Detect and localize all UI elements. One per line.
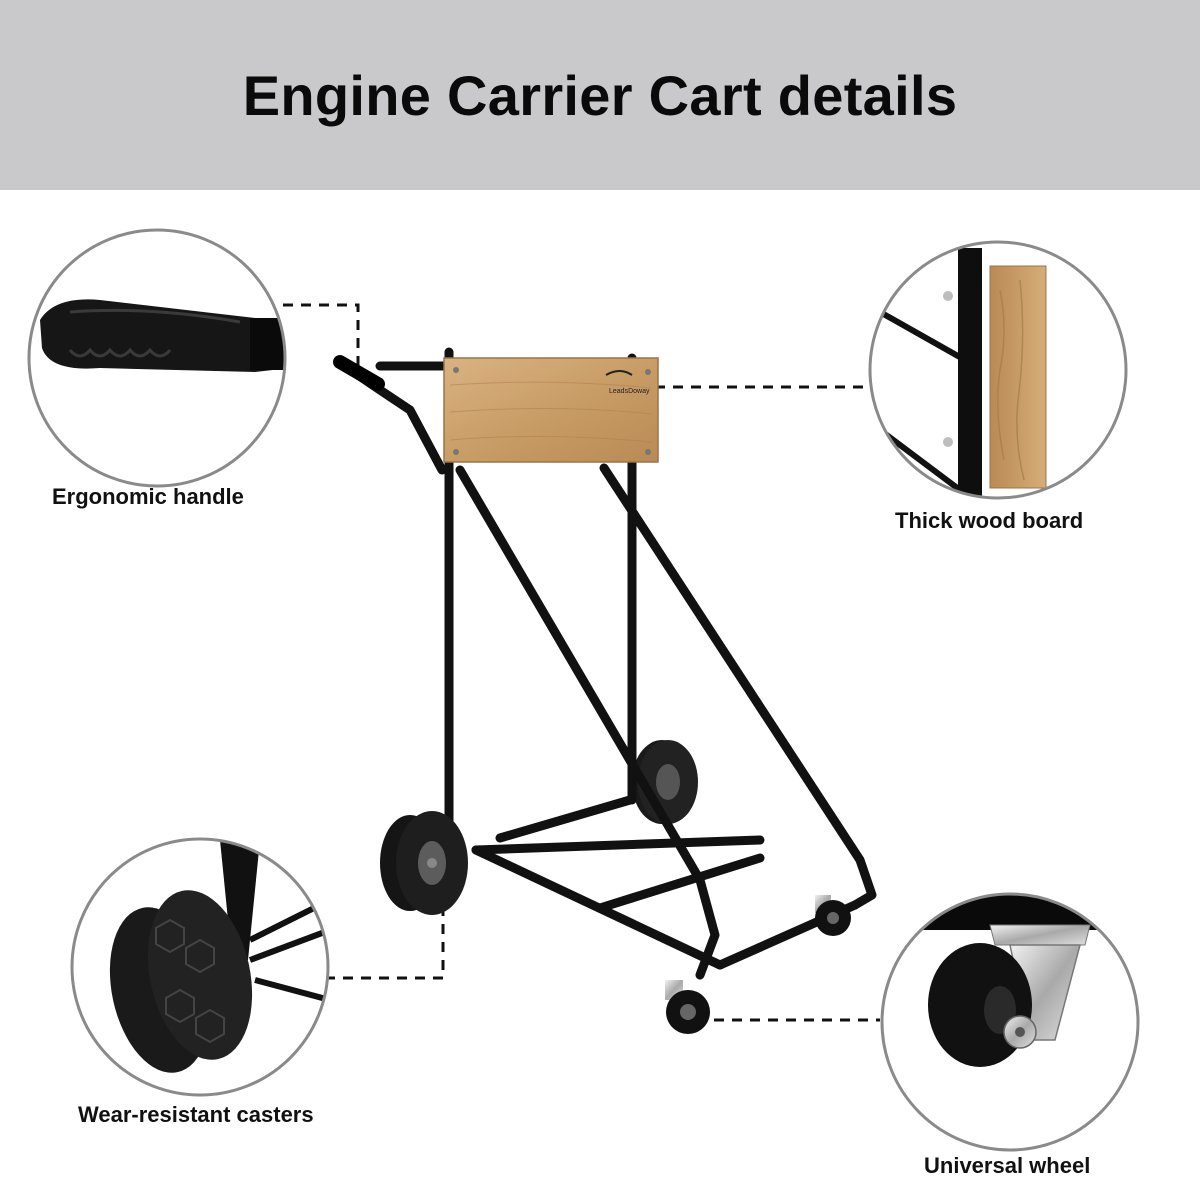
front-wheel-left (380, 811, 468, 915)
leader-line-handle (283, 303, 360, 380)
caster-wheel-icon (880, 892, 1140, 1152)
title-banner: Engine Carrier Cart details (0, 0, 1200, 190)
leader-line-casters (325, 900, 445, 980)
front-caster-left (665, 980, 710, 1034)
callout-label-casters: Wear-resistant casters (78, 1102, 314, 1127)
cart-wood-board: LeadsDoway (443, 357, 659, 463)
page-title: Engine Carrier Cart details (242, 63, 958, 127)
callout-label-handle: Ergonomic handle (52, 484, 244, 509)
brand-mark: LeadsDoway (609, 388, 650, 395)
leader-lines (283, 303, 880, 1022)
wood-board-icon (868, 240, 1128, 500)
cart-illustration: LeadsDoway (333, 347, 877, 1034)
tire-icon (70, 837, 330, 1097)
callout-label-board: Thick wood board (895, 508, 1084, 533)
handle-grip-icon (27, 228, 287, 488)
front-caster-right (815, 895, 851, 936)
callout-label-wheel: Universal wheel (924, 1153, 1091, 1178)
